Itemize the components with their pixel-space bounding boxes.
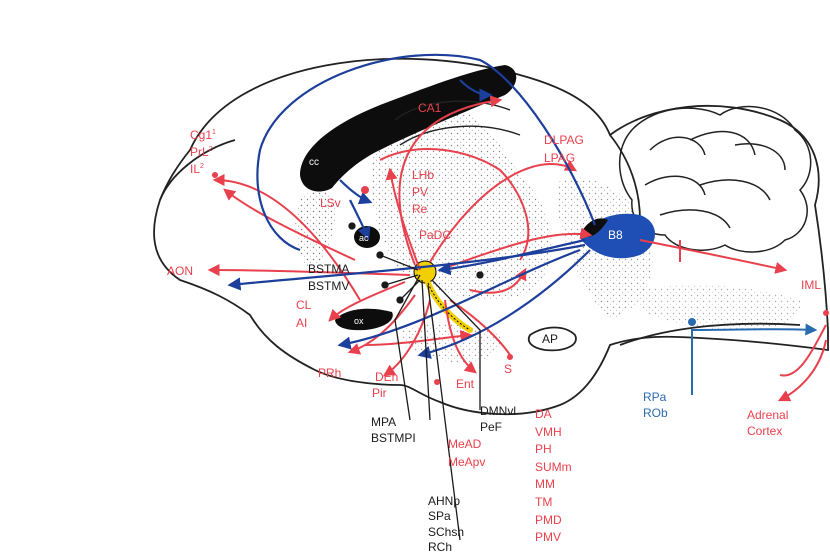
- hypo-item: VMH: [535, 424, 572, 442]
- cg1-label: Cg11: [190, 126, 216, 142]
- ahn-item: SChsh: [428, 525, 464, 540]
- hypo-item: DA: [535, 406, 572, 424]
- meapv-label: MeApv: [448, 455, 485, 469]
- pef-label: PeF: [480, 420, 502, 434]
- ahn-item: AHNp: [428, 494, 464, 509]
- lsv-label: LSv: [320, 196, 341, 210]
- ahn-group-list: AHNp SPa SChsh RCh: [428, 494, 464, 556]
- hypo-item: PMD: [535, 512, 572, 530]
- lpag-label: LPAG: [544, 151, 575, 165]
- dlpag-label: DLPAG: [544, 133, 584, 147]
- lhb-label: LHb: [412, 168, 434, 182]
- hypo-item: SUMm: [535, 459, 572, 477]
- re-label: Re: [412, 202, 427, 216]
- b8-label: B8: [608, 228, 623, 242]
- pv-label: PV: [412, 185, 428, 199]
- cortex-label: Cortex: [747, 424, 782, 438]
- hypo-item: PH: [535, 441, 572, 459]
- ca1-label: CA1: [418, 101, 441, 115]
- hypothalamic-nuclei-list: DA VMH PH SUMm MM TM PMD PMV: [535, 406, 572, 547]
- rpa-projection: [689, 319, 815, 395]
- il-label: IL2: [190, 160, 204, 176]
- hypo-item: MM: [535, 476, 572, 494]
- adrenal-label: Adrenal: [747, 408, 788, 422]
- aon-label: AON: [167, 264, 193, 278]
- pir-label: Pir: [372, 386, 387, 400]
- bstmpi-label: BSTMPI: [371, 431, 416, 445]
- bstma-label: BSTMA: [308, 262, 349, 276]
- hypo-item: TM: [535, 494, 572, 512]
- padc-label: PaDC: [419, 228, 451, 242]
- ai-label: AI: [296, 316, 307, 330]
- cc-label: cc: [309, 156, 319, 170]
- ent-label: Ent: [456, 377, 474, 391]
- rob-label: ROb: [643, 406, 668, 420]
- mpa-label: MPA: [371, 415, 396, 429]
- den-label: DEn: [375, 370, 398, 384]
- dmnvl-label: DMNvl: [480, 404, 516, 418]
- s-label: S: [504, 362, 512, 376]
- rpa-label: RPa: [643, 390, 666, 404]
- cl-label: CL: [296, 298, 311, 312]
- ap-label: AP: [542, 332, 558, 346]
- ox-label: ox: [354, 314, 364, 328]
- ahn-item: SPa: [428, 509, 464, 524]
- prh-label: PRh: [318, 366, 341, 380]
- hypo-item: PMV: [535, 529, 572, 547]
- iml-label: IML: [801, 278, 821, 292]
- mead-label: MeAD: [448, 437, 481, 451]
- ahn-item: RCh: [428, 540, 464, 555]
- ac-label: ac: [359, 231, 369, 245]
- bstmv-label: BSTMV: [308, 279, 349, 293]
- prl-label: PrL2: [190, 143, 213, 159]
